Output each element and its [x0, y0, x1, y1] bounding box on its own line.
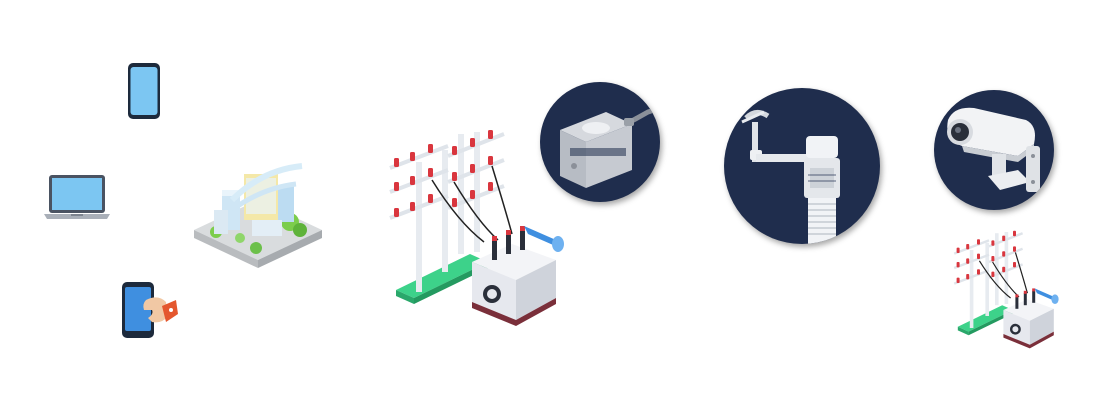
- anemometer-sensor-icon: [724, 88, 880, 244]
- laptop-icon: [44, 174, 110, 222]
- hand-holding-phone-icon: [118, 280, 180, 340]
- security-camera-icon: [934, 90, 1054, 210]
- industrial-plant-icon: [192, 160, 324, 272]
- power-substation-small-icon: [952, 226, 1062, 349]
- load-cell-sensor-icon: [540, 82, 660, 202]
- power-substation-icon: [388, 122, 568, 326]
- smartphone-icon: [127, 62, 161, 120]
